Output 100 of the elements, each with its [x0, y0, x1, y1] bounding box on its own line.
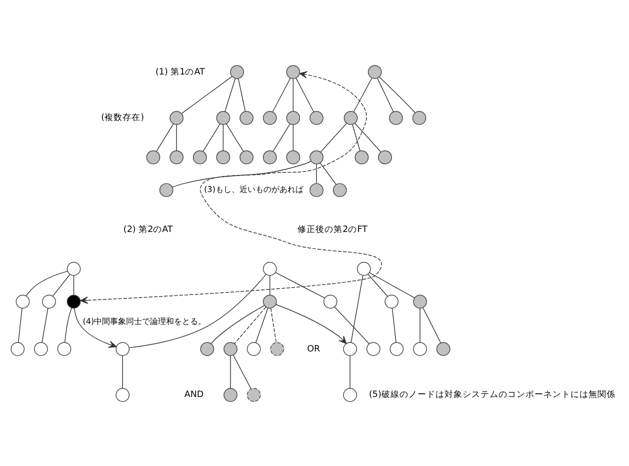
node-circle — [240, 150, 254, 164]
node-circle — [262, 294, 277, 308]
connector — [292, 124, 294, 150]
node-circle — [343, 342, 357, 356]
connector — [122, 354, 123, 388]
node-circle — [66, 261, 81, 276]
connector — [42, 307, 48, 342]
connector — [64, 307, 72, 342]
connector — [156, 123, 174, 152]
node-circle — [146, 150, 160, 164]
node-circle — [262, 110, 277, 124]
node-circle — [216, 150, 230, 164]
connector — [334, 306, 370, 344]
connector — [224, 78, 236, 112]
node-circle — [384, 294, 398, 308]
node-circle — [262, 261, 277, 276]
connector — [238, 78, 246, 112]
node-circle — [343, 388, 357, 402]
node-circle — [192, 150, 207, 164]
node-circle — [57, 342, 72, 356]
connector — [202, 123, 220, 152]
node-circle — [170, 150, 184, 164]
node-circle — [246, 342, 261, 356]
label: OR — [307, 344, 320, 354]
node-circle — [34, 342, 48, 356]
connector — [377, 77, 394, 112]
connector — [128, 274, 266, 348]
node-circle — [286, 150, 300, 164]
connector — [378, 76, 416, 112]
label: AND — [184, 390, 204, 400]
node-circle — [16, 294, 30, 308]
arrow — [276, 304, 347, 344]
connector — [270, 307, 277, 342]
connector — [352, 124, 360, 151]
connector — [269, 274, 270, 295]
node-circle — [224, 342, 238, 356]
connector — [226, 123, 244, 152]
node-circle — [436, 342, 450, 356]
node-circle — [310, 110, 324, 124]
node-circle — [116, 388, 130, 402]
connector — [350, 274, 364, 342]
node-circle — [354, 150, 369, 164]
connector — [176, 124, 177, 150]
connector — [296, 77, 314, 112]
connector — [26, 270, 68, 296]
connector — [353, 77, 372, 112]
node-circle — [286, 64, 300, 78]
connector — [392, 307, 396, 342]
node-circle — [246, 388, 261, 402]
connector — [368, 273, 388, 296]
node-circle — [378, 150, 392, 164]
label: (5)破線のノードは対象システムのコンポーネントには無関係 — [368, 390, 616, 400]
node-circle — [310, 182, 324, 197]
connector — [181, 76, 232, 114]
node-circle — [389, 110, 403, 124]
node-circle — [413, 342, 427, 356]
connector — [210, 304, 265, 344]
node-circle — [323, 294, 338, 308]
connector — [369, 272, 415, 298]
label: (複数存在) — [101, 112, 144, 123]
label: (1) 第1のAT — [156, 66, 205, 77]
node-circle — [216, 110, 230, 124]
node-circle — [66, 294, 81, 308]
connector — [422, 306, 442, 343]
connector — [172, 160, 312, 187]
connector — [255, 307, 268, 342]
node-circle — [412, 110, 426, 124]
node-circle — [240, 110, 254, 124]
node-circle — [332, 182, 347, 197]
node-circle — [230, 64, 244, 78]
node-circle — [262, 150, 277, 164]
connector — [320, 122, 347, 152]
node-circle — [413, 294, 427, 308]
connector — [316, 163, 317, 184]
label: 修正後の第2のFT — [298, 224, 368, 234]
node-circle — [10, 342, 25, 356]
connector — [292, 78, 294, 112]
connector — [222, 124, 224, 150]
node-circle — [286, 110, 300, 124]
connector — [73, 274, 74, 295]
connector — [354, 122, 382, 152]
node-circle — [270, 342, 284, 356]
label: (2) 第2のAT — [123, 224, 173, 234]
node-circle — [390, 342, 404, 356]
node-circle — [366, 342, 380, 356]
connector — [18, 307, 22, 342]
arrow — [74, 307, 117, 348]
connector — [272, 77, 291, 112]
node-circle — [344, 110, 358, 124]
connector — [272, 123, 290, 152]
node-circle — [159, 182, 174, 197]
connector — [234, 306, 266, 344]
node-circle — [42, 294, 56, 308]
arrow — [80, 70, 382, 304]
connector — [320, 162, 336, 184]
node-circle — [116, 342, 130, 356]
node-circle — [224, 388, 238, 402]
connector — [230, 354, 231, 388]
node-circle — [170, 110, 184, 124]
node-circle — [356, 261, 371, 276]
